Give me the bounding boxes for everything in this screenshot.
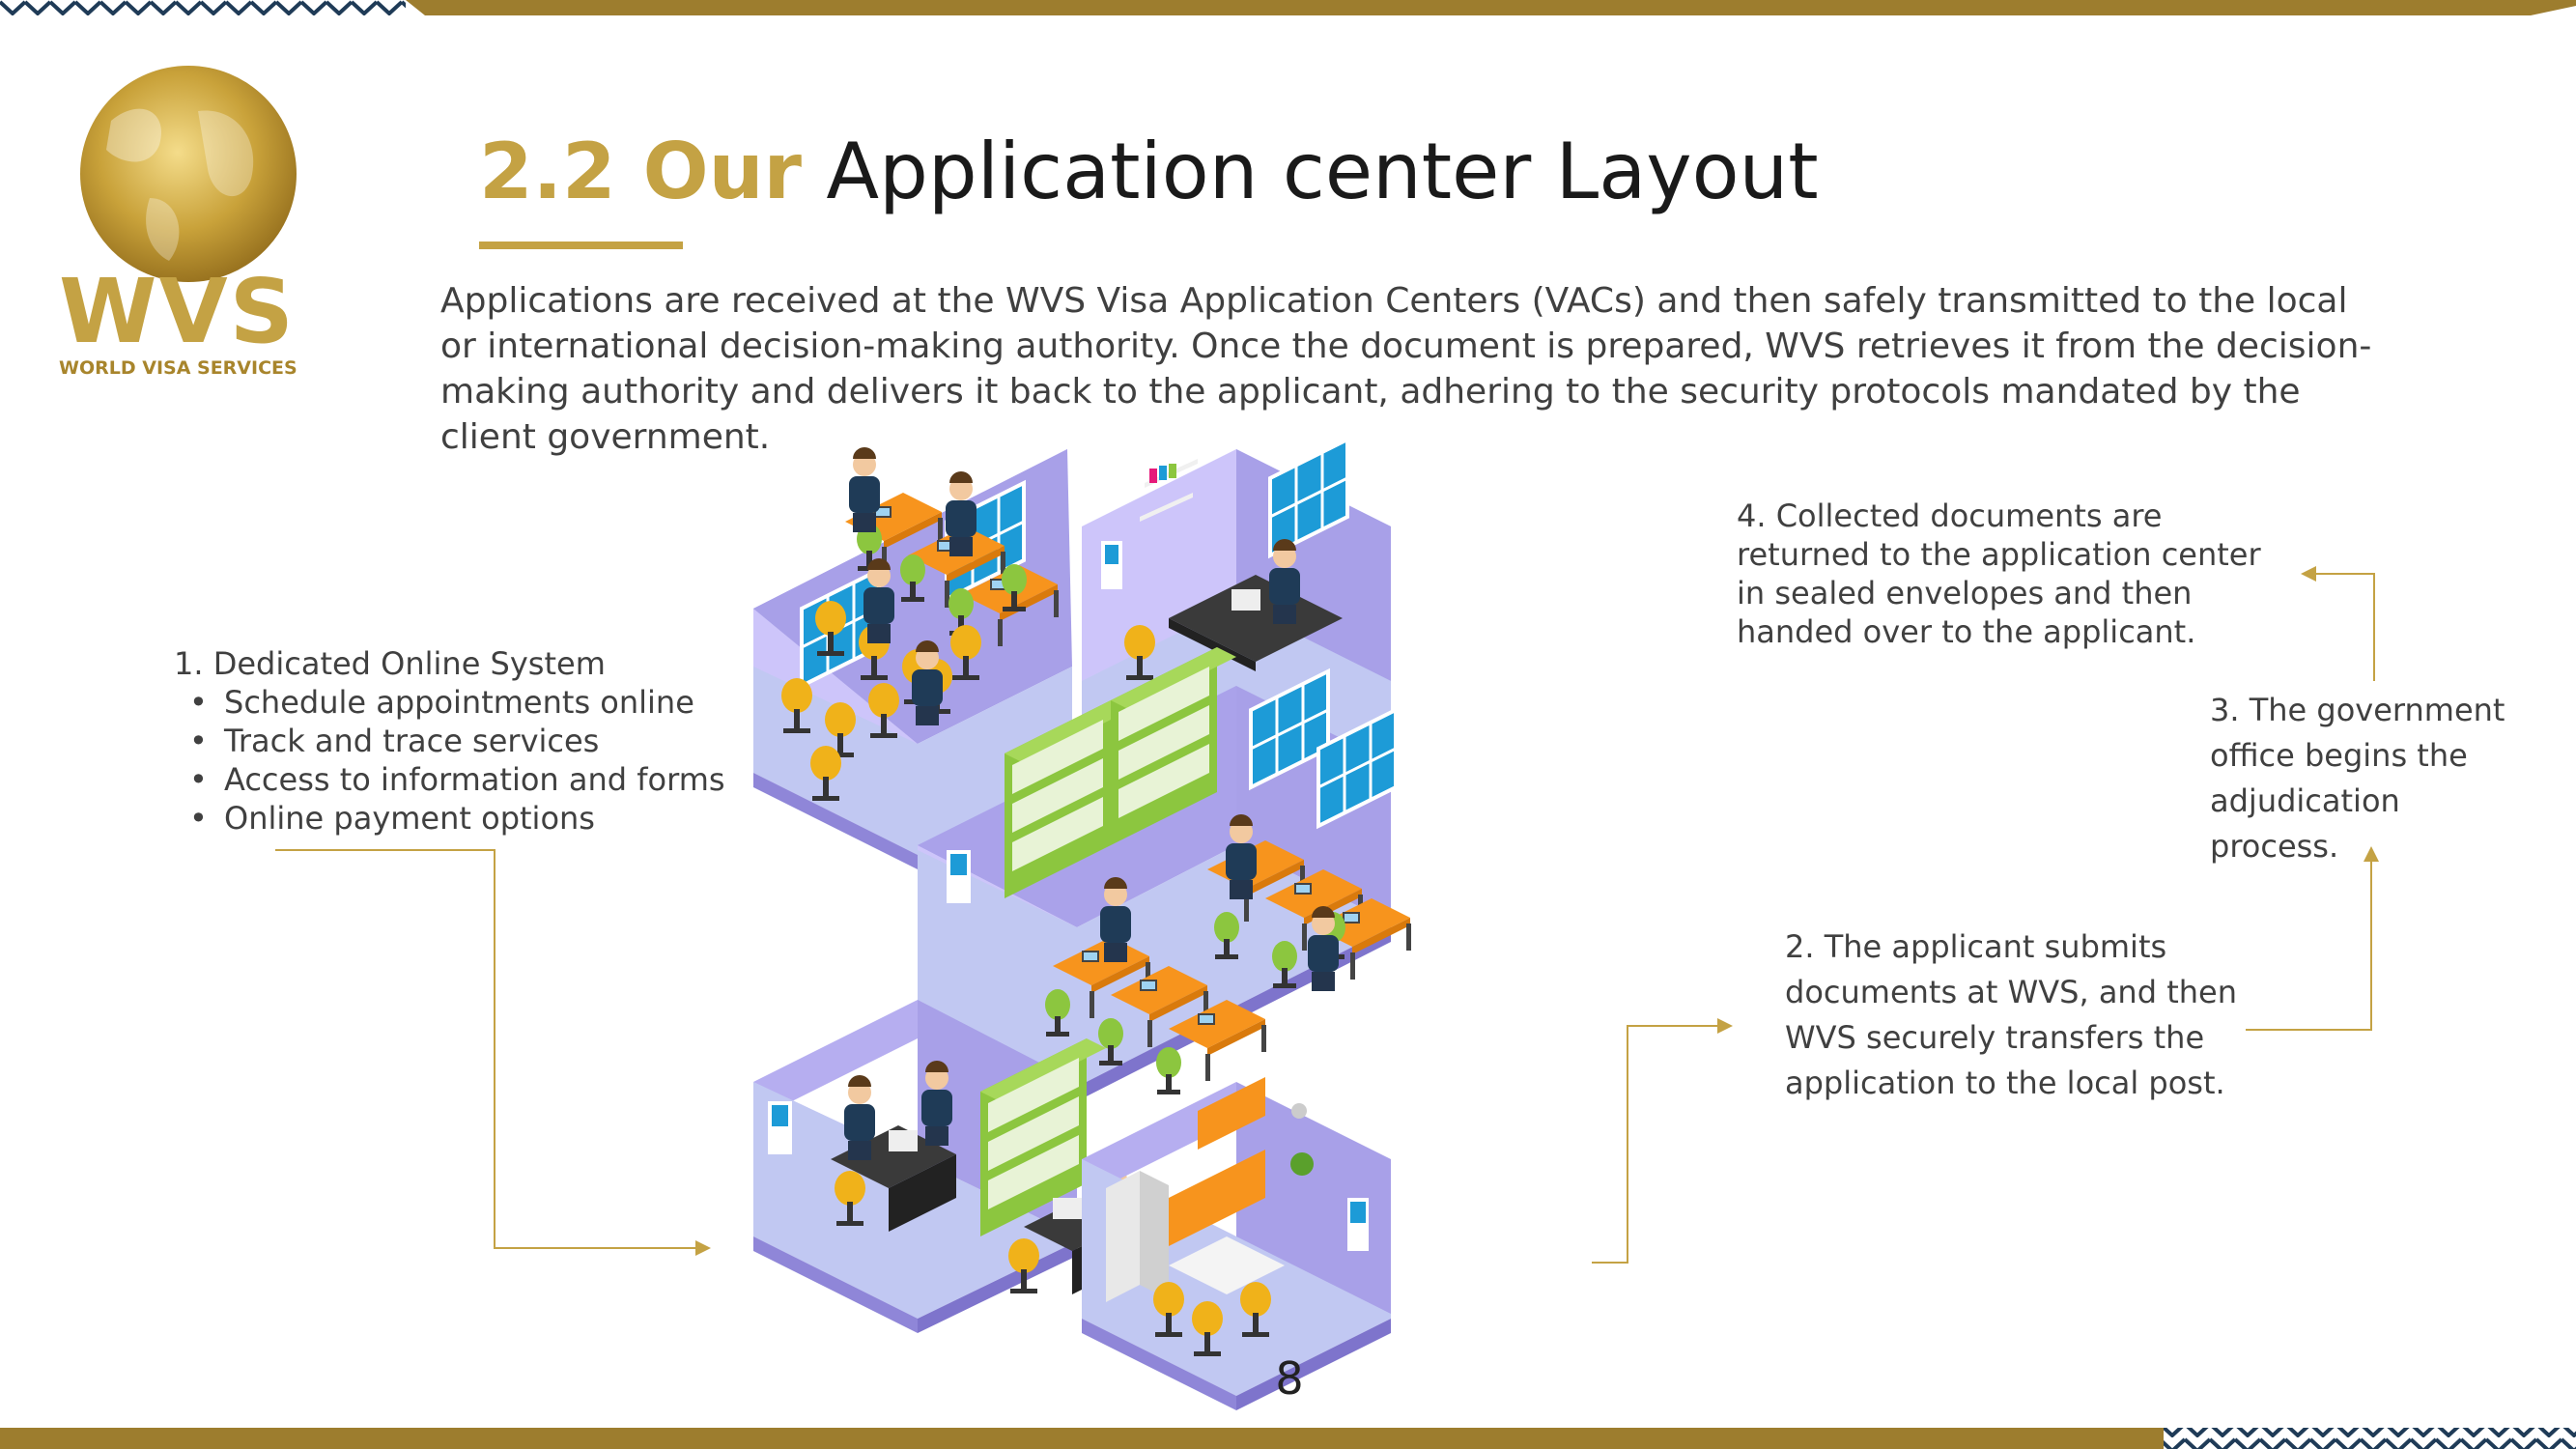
step-1-item: Track and trace services [189,722,753,760]
page-title: 2.2 Our Application center Layout [479,124,1819,220]
step-1-item: Online payment options [189,799,753,838]
step-1-item: Access to information and forms [189,760,753,799]
title-underline [479,242,683,249]
title-rest: Application center Layout [826,127,1819,216]
step-2-text: 2. The applicant submits documents at WV… [1785,928,2237,1101]
globe-icon [80,66,297,282]
office-layout-illustration [753,438,1411,1410]
step-1-heading: 1. Dedicated Online System [174,645,606,682]
arrow-step3-to-step4 [2313,573,2375,681]
step-1-online-system: 1. Dedicated Online System Schedule appo… [174,644,753,838]
intro-paragraph: Applications are received at the WVS Vis… [440,281,2372,457]
top-gold-band [406,0,2576,15]
arrow-layout-to-step2 [1592,1025,1719,1264]
waiting-room [753,447,1072,869]
page-number: 8 [1275,1352,1304,1405]
step-4-text: 4. Collected documents are returned to t… [1737,497,2261,650]
arrow-step2-to-step3 [2246,860,2372,1031]
wvs-logo: WVS WORLD VISA SERVICES [53,53,314,382]
step-1-list: Schedule appointments online Track and t… [174,683,753,838]
logo-brand: WVS [59,260,296,363]
processing-area [918,647,1411,1101]
arrow-step1-to-layout [275,849,697,1249]
top-zigzag-band [0,0,406,15]
bottom-zigzag-band [2164,1428,2576,1449]
step-3-text: 3. The government office begins the adju… [2210,692,2505,865]
biometrics-room [753,1000,1131,1333]
bottom-gold-band [0,1428,2164,1449]
logo-tagline: WORLD VISA SERVICES [59,357,297,379]
title-accent: 2.2 Our [479,127,802,216]
step-1-item: Schedule appointments online [189,683,753,722]
kitchen-area [1082,1077,1391,1410]
